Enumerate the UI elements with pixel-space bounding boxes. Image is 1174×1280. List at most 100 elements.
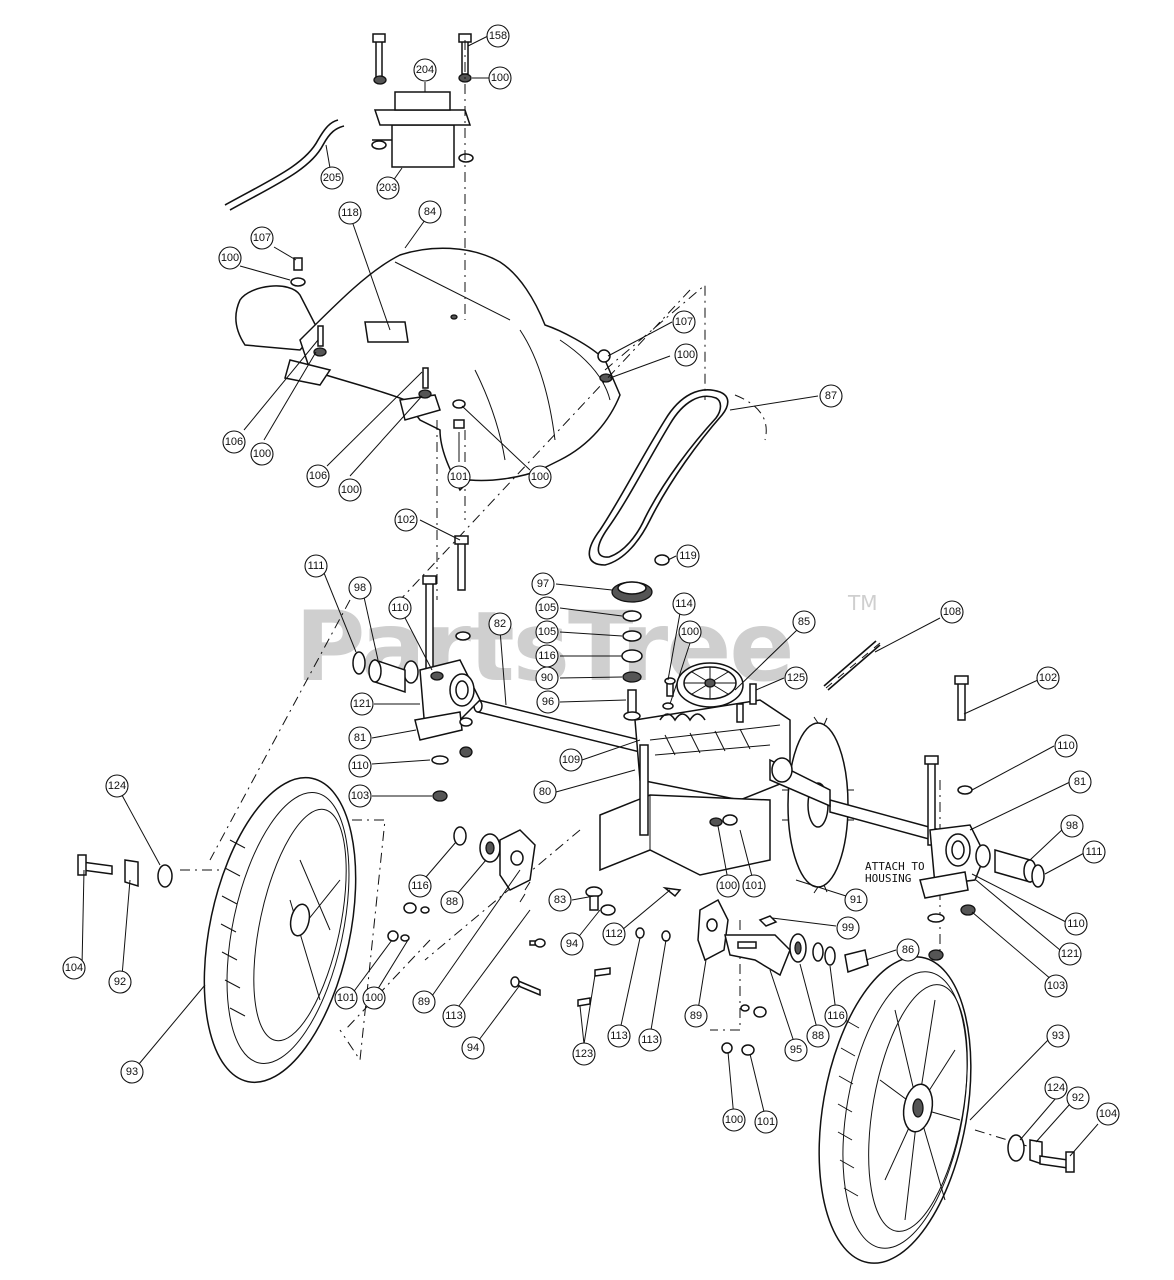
- svg-text:100: 100: [725, 1114, 743, 1126]
- callout-103[interactable]: 103: [348, 784, 372, 808]
- callout-94[interactable]: 94: [560, 932, 584, 956]
- callout-111[interactable]: 111: [1082, 840, 1106, 864]
- callout-110[interactable]: 110: [388, 596, 412, 620]
- callout-89[interactable]: 89: [412, 990, 436, 1014]
- svg-text:100: 100: [253, 448, 271, 460]
- callout-100[interactable]: 100: [362, 986, 386, 1010]
- callout-91[interactable]: 91: [844, 888, 868, 912]
- callout-98[interactable]: 98: [1060, 814, 1084, 838]
- callout-158[interactable]: 158: [486, 24, 510, 48]
- callout-100[interactable]: 100: [678, 620, 702, 644]
- callout-93[interactable]: 93: [1046, 1024, 1070, 1048]
- callout-112[interactable]: 112: [602, 922, 626, 946]
- callout-124[interactable]: 124: [1044, 1076, 1068, 1100]
- callout-102[interactable]: 102: [394, 508, 418, 532]
- callout-95[interactable]: 95: [784, 1038, 808, 1062]
- svg-text:110: 110: [1057, 740, 1075, 752]
- callout-101[interactable]: 101: [447, 465, 471, 489]
- callout-106[interactable]: 106: [306, 464, 330, 488]
- callout-94[interactable]: 94: [461, 1036, 485, 1060]
- callout-119[interactable]: 119: [676, 544, 700, 568]
- callout-100[interactable]: 100: [716, 874, 740, 898]
- callout-104[interactable]: 104: [1096, 1102, 1120, 1126]
- callout-87[interactable]: 87: [819, 384, 843, 408]
- callout-109[interactable]: 109: [559, 748, 583, 772]
- callout-204[interactable]: 204: [413, 58, 437, 82]
- washer-110b: [431, 755, 449, 765]
- callout-99[interactable]: 99: [836, 916, 860, 940]
- callout-203[interactable]: 203: [376, 176, 400, 200]
- callout-102[interactable]: 102: [1036, 666, 1060, 690]
- callout-97[interactable]: 97: [531, 572, 555, 596]
- svg-text:81: 81: [354, 732, 366, 744]
- callout-113[interactable]: 113: [638, 1028, 662, 1052]
- callout-81[interactable]: 81: [348, 726, 372, 750]
- svg-text:96: 96: [542, 696, 554, 708]
- callout-106[interactable]: 106: [222, 430, 246, 454]
- callout-107[interactable]: 107: [250, 226, 274, 250]
- svg-text:95: 95: [790, 1044, 802, 1056]
- callout-111[interactable]: 111: [304, 554, 328, 578]
- callout-101[interactable]: 101: [754, 1110, 778, 1134]
- label-118: [364, 321, 409, 343]
- callout-116[interactable]: 116: [408, 874, 432, 898]
- callout-80[interactable]: 80: [533, 780, 557, 804]
- callout-107[interactable]: 107: [672, 310, 696, 334]
- callout-110[interactable]: 110: [1064, 912, 1088, 936]
- callout-93[interactable]: 93: [120, 1060, 144, 1084]
- callout-86[interactable]: 86: [896, 938, 920, 962]
- callout-105[interactable]: 105: [535, 620, 559, 644]
- callouts: 158 204 100 205 203 118 84 107 100 107 1…: [62, 24, 1120, 1134]
- callout-124[interactable]: 124: [105, 774, 129, 798]
- callout-121[interactable]: 121: [1058, 942, 1082, 966]
- callout-123[interactable]: 123: [572, 1042, 596, 1066]
- callout-96[interactable]: 96: [536, 690, 560, 714]
- callout-90[interactable]: 90: [535, 666, 559, 690]
- callout-103[interactable]: 103: [1044, 974, 1068, 998]
- callout-121[interactable]: 121: [350, 692, 374, 716]
- callout-118[interactable]: 118: [338, 201, 362, 225]
- callout-100[interactable]: 100: [250, 442, 274, 466]
- callout-89[interactable]: 89: [684, 1004, 708, 1028]
- callout-104[interactable]: 104: [62, 956, 86, 980]
- part-86: [844, 949, 869, 973]
- callout-113[interactable]: 113: [607, 1024, 631, 1048]
- callout-101[interactable]: 101: [334, 986, 358, 1010]
- svg-text:101: 101: [745, 880, 763, 892]
- callout-100[interactable]: 100: [528, 465, 552, 489]
- callout-108[interactable]: 108: [940, 600, 964, 624]
- callout-113[interactable]: 113: [442, 1004, 466, 1028]
- svg-text:89: 89: [418, 996, 430, 1008]
- callout-114[interactable]: 114: [672, 592, 696, 616]
- svg-text:114: 114: [675, 598, 693, 610]
- callout-205[interactable]: 205: [320, 166, 344, 190]
- callout-100[interactable]: 100: [338, 478, 362, 502]
- callout-82[interactable]: 82: [488, 612, 512, 636]
- callout-100[interactable]: 100: [674, 343, 698, 367]
- callout-116[interactable]: 116: [535, 644, 559, 668]
- left-bearing-assembly: [352, 535, 481, 802]
- callout-101[interactable]: 101: [742, 874, 766, 898]
- svg-text:113: 113: [445, 1010, 463, 1022]
- callout-100[interactable]: 100: [218, 246, 242, 270]
- callout-125[interactable]: 125: [784, 666, 808, 690]
- callout-110[interactable]: 110: [348, 754, 372, 778]
- callout-92[interactable]: 92: [1066, 1086, 1090, 1110]
- callout-84[interactable]: 84: [418, 200, 442, 224]
- callout-100[interactable]: 100: [722, 1108, 746, 1132]
- callout-92[interactable]: 92: [108, 970, 132, 994]
- callout-100[interactable]: 100: [488, 66, 512, 90]
- callout-98[interactable]: 98: [348, 576, 372, 600]
- callout-88[interactable]: 88: [806, 1024, 830, 1048]
- svg-text:124: 124: [1047, 1082, 1065, 1094]
- washer-111a: [352, 651, 366, 675]
- callout-110[interactable]: 110: [1054, 734, 1078, 758]
- callout-88[interactable]: 88: [440, 890, 464, 914]
- callout-105[interactable]: 105: [535, 596, 559, 620]
- clip-99: [758, 915, 778, 927]
- callout-81[interactable]: 81: [1068, 770, 1092, 794]
- callout-116[interactable]: 116: [824, 1004, 848, 1028]
- callout-83[interactable]: 83: [548, 888, 572, 912]
- right-idler-parts: [577, 898, 869, 1056]
- callout-85[interactable]: 85: [792, 610, 816, 634]
